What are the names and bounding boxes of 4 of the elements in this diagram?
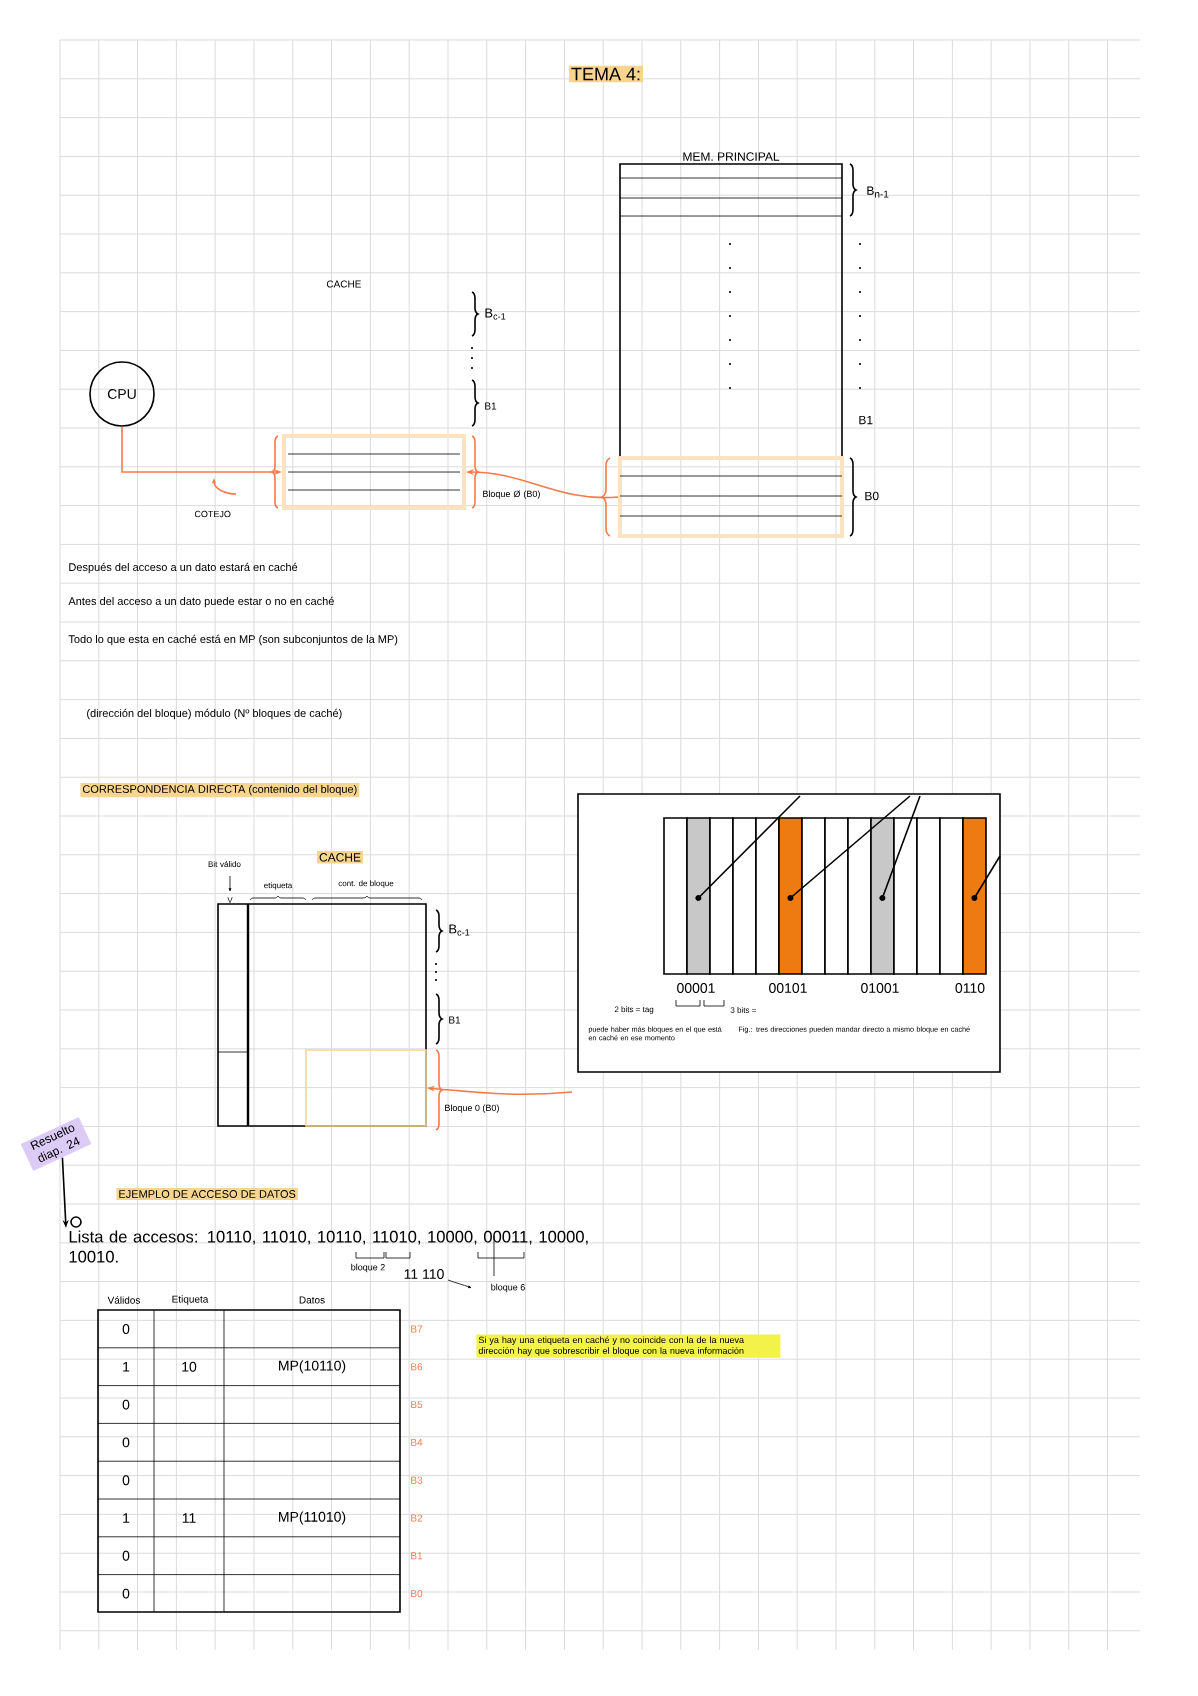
access-list: Lista de accesos: 10110, 11010, 10110, 11010, 10000, 00011, 10000, 10010.: [69, 1230, 588, 1263]
memory-block: [618, 456, 844, 538]
cache-lines: [282, 434, 466, 510]
cache-block: [305, 1049, 427, 1127]
